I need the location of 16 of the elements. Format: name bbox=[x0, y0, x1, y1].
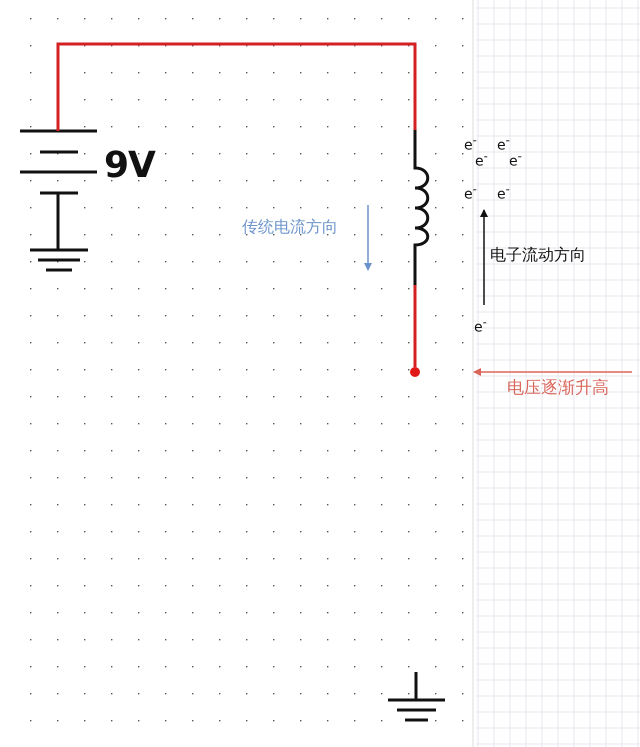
annotation: 传统电流方向 bbox=[242, 218, 338, 236]
electron-symbol: e$^{-}$ bbox=[474, 316, 487, 336]
annotation: 电子流动方向 bbox=[490, 246, 586, 264]
electron-symbol: e$^{-}$ bbox=[475, 150, 488, 170]
electron-symbol: e$^{-}$ bbox=[509, 150, 522, 170]
inductor-symbol bbox=[414, 130, 430, 285]
electron-symbol: e$^{-}$ bbox=[497, 183, 510, 204]
terminal-dot bbox=[410, 367, 420, 377]
battery-symbol bbox=[18, 130, 98, 194]
wire bbox=[414, 285, 416, 367]
electron-symbol: e$^{-}$ bbox=[497, 134, 510, 154]
electron-symbol: e$^{-}$ bbox=[464, 183, 477, 204]
voltage-label: 9V bbox=[104, 146, 155, 186]
electron-symbol: e$^{-}$ bbox=[464, 134, 477, 154]
wire bbox=[56, 42, 416, 131]
annotation: 电压逐渐升高 bbox=[507, 379, 609, 398]
